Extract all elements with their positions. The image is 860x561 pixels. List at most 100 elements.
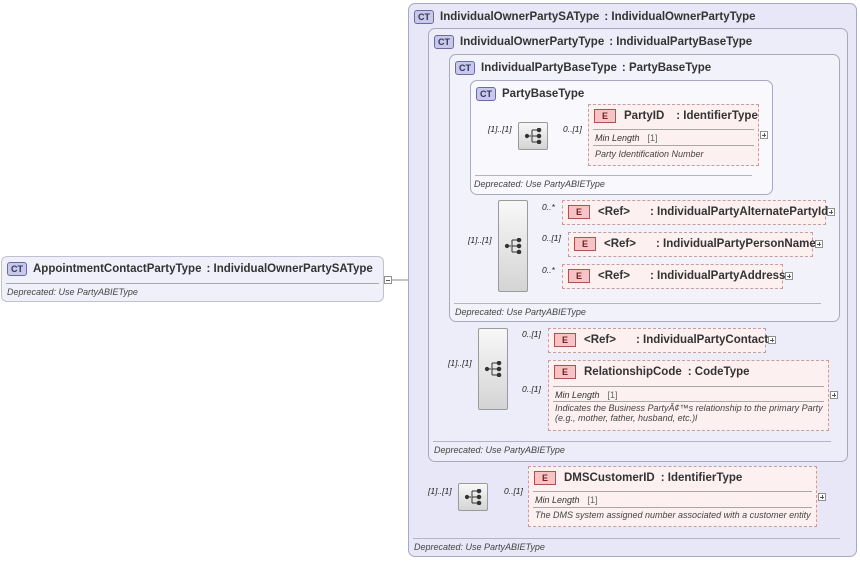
relationship-code-separator <box>553 386 824 387</box>
root-separator <box>6 283 379 284</box>
sequence-icon <box>504 238 522 254</box>
root-element-type: : IndividualOwnerPartySAType <box>206 263 373 275</box>
element-party-id[interactable]: E PartyID : IdentifierType Min Length[1]… <box>588 104 759 166</box>
property-label: Min Length <box>595 133 640 143</box>
property-value: [1] <box>587 495 598 505</box>
sequence-compositor-individual-owner-party[interactable] <box>478 328 508 410</box>
ct3-type: : PartyBaseType <box>621 62 712 74</box>
cardinality-label: [1]..[1] <box>488 124 512 134</box>
root-element-name: AppointmentContactPartyType <box>33 263 202 275</box>
expand-icon[interactable] <box>815 240 823 248</box>
ct2-type: : IndividualPartyBaseType <box>609 36 753 48</box>
element-ref-individual-party-person-name[interactable]: E <Ref> : IndividualPartyPersonName <box>568 232 816 257</box>
dms-customer-id-separator <box>533 491 812 492</box>
ct1-header: CT IndividualOwnerPartySAType : Individu… <box>414 10 756 24</box>
ct4-name: PartyBaseType <box>502 88 585 100</box>
ref-label: <Ref> <box>598 270 630 282</box>
cardinality-label: 0..[1] <box>522 329 541 339</box>
element-badge: E <box>594 109 616 123</box>
sequence-compositor-party-base[interactable] <box>518 122 548 150</box>
ct3-note: Deprecated: Use PartyABIEType <box>455 307 586 317</box>
element-badge: E <box>534 471 556 485</box>
party-id-separator <box>593 129 754 130</box>
complex-type-badge: CT <box>455 61 475 75</box>
party-id-separator-2 <box>593 145 754 146</box>
property-label: Min Length <box>535 495 580 505</box>
element-ref-individual-party-address[interactable]: E <Ref> : IndividualPartyAddress <box>562 264 785 289</box>
ref-label: <Ref> <box>584 334 616 346</box>
party-id-name: PartyID <box>624 110 665 122</box>
sequence-compositor-individual-owner-party-sa[interactable] <box>458 483 488 511</box>
dms-customer-id-name: DMSCustomerID <box>564 472 655 484</box>
party-id-description: Party Identification Number <box>595 149 704 159</box>
collapse-icon[interactable] <box>384 276 392 284</box>
cardinality-label: 0..[1] <box>542 233 561 243</box>
ct3-separator <box>454 303 821 304</box>
ref-header: E <Ref> : IndividualPartyAlternatePartyI… <box>568 205 828 219</box>
complex-type-badge: CT <box>476 87 496 101</box>
ref-header: E <Ref> : IndividualPartyAddress <box>568 269 785 283</box>
complex-type-badge: CT <box>434 35 454 49</box>
dms-customer-id-header: E DMSCustomerID : IdentifierType <box>534 471 742 485</box>
cardinality-label: [1]..[1] <box>468 235 492 245</box>
sequence-icon <box>524 128 542 144</box>
ref-header: E <Ref> : IndividualPartyContact <box>554 333 768 347</box>
element-ref-individual-party-contact[interactable]: E <Ref> : IndividualPartyContact <box>548 328 768 353</box>
relationship-code-separator-2 <box>553 401 824 402</box>
ref-name: : IndividualPartyAddress <box>649 270 786 282</box>
cardinality-label: 0..[1] <box>522 384 541 394</box>
sequence-icon <box>464 489 482 505</box>
element-relationship-code[interactable]: E RelationshipCode : CodeType Min Length… <box>548 360 829 431</box>
element-badge: E <box>574 237 596 251</box>
relationship-code-name: RelationshipCode <box>584 366 682 378</box>
ct2-separator <box>433 441 831 442</box>
expand-icon[interactable] <box>830 391 838 399</box>
cardinality-label: 0..* <box>542 265 555 275</box>
expand-icon[interactable] <box>827 208 835 216</box>
ct3-name: IndividualPartyBaseType <box>481 62 617 74</box>
party-id-header: E PartyID : IdentifierType <box>594 109 758 123</box>
ct3-header: CT IndividualPartyBaseType : PartyBaseTy… <box>455 61 711 75</box>
ct1-note: Deprecated: Use PartyABIEType <box>414 542 545 552</box>
complex-type-badge: CT <box>414 10 434 24</box>
ref-name: : IndividualPartyContact <box>635 334 769 346</box>
expand-icon[interactable] <box>760 131 768 139</box>
ct1-separator <box>413 538 840 539</box>
property-value: [1] <box>607 390 618 400</box>
cardinality-label: [1]..[1] <box>448 358 472 368</box>
dms-customer-id-type: : IdentifierType <box>660 472 743 484</box>
ct4-header: CT PartyBaseType <box>476 87 584 101</box>
ct4-separator <box>475 175 752 176</box>
dms-customer-id-description: The DMS system assigned number associate… <box>535 510 811 520</box>
element-badge: E <box>554 333 576 347</box>
dms-customer-id-separator-2 <box>533 507 812 508</box>
element-ref-individual-party-alternate-party-id[interactable]: E <Ref> : IndividualPartyAlternatePartyI… <box>562 200 828 225</box>
cardinality-label: 0..[1] <box>504 486 523 496</box>
cardinality-label: 0..[1] <box>563 124 582 134</box>
cardinality-label: 0..* <box>542 202 555 212</box>
ref-label: <Ref> <box>598 206 630 218</box>
expand-icon[interactable] <box>818 493 826 501</box>
element-badge: E <box>568 205 590 219</box>
party-id-min-length: Min Length[1] <box>595 133 658 143</box>
ct4-note: Deprecated: Use PartyABIEType <box>474 179 605 189</box>
root-element-box[interactable]: CT AppointmentContactPartyType : Individ… <box>1 256 384 302</box>
ct2-note: Deprecated: Use PartyABIEType <box>434 445 565 455</box>
expand-icon[interactable] <box>785 272 793 280</box>
ref-label: <Ref> <box>604 238 636 250</box>
property-label: Min Length <box>555 390 600 400</box>
root-element-header: CT AppointmentContactPartyType : Individ… <box>7 262 373 276</box>
relationship-code-description: Indicates the Business PartyÂ¢™s relatio… <box>555 403 823 423</box>
ref-name: : IndividualPartyPersonName <box>655 238 816 250</box>
complex-type-badge: CT <box>7 262 27 276</box>
relationship-code-header: E RelationshipCode : CodeType <box>554 365 750 379</box>
sequence-compositor-individual-party-base[interactable] <box>498 200 528 292</box>
cardinality-label: [1]..[1] <box>428 486 452 496</box>
element-badge: E <box>554 365 576 379</box>
expand-icon[interactable] <box>768 336 776 344</box>
ct2-name: IndividualOwnerPartyType <box>460 36 605 48</box>
ref-name: : IndividualPartyAlternatePartyId <box>649 206 829 218</box>
element-dms-customer-id[interactable]: E DMSCustomerID : IdentifierType Min Len… <box>528 466 817 527</box>
ct2-header: CT IndividualOwnerPartyType : Individual… <box>434 35 752 49</box>
dms-customer-id-min-length: Min Length [1] <box>535 495 598 505</box>
